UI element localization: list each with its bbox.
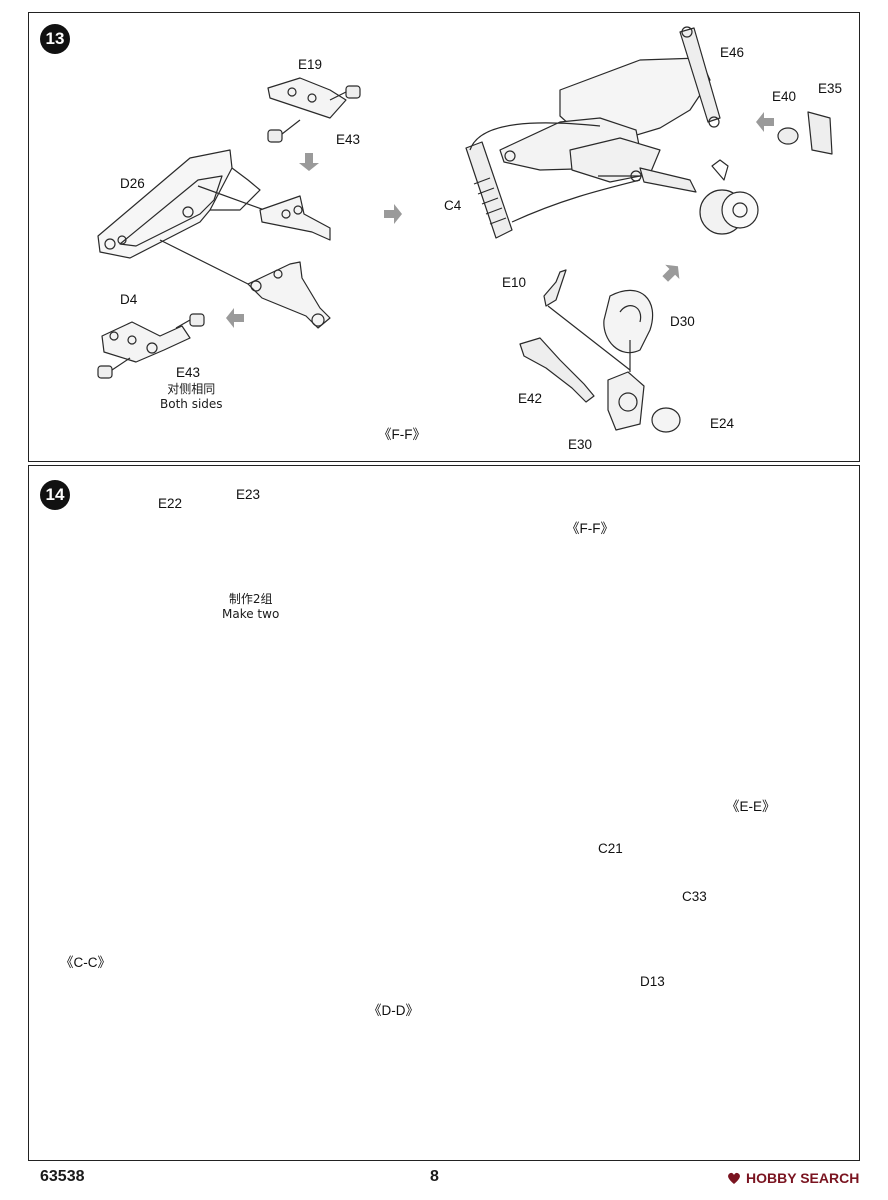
part-d26-drawing [97,149,271,291]
step-14-badge: 14 [40,480,70,510]
label-d30: D30 [670,314,695,329]
label-e40: E40 [772,89,797,104]
step-13-badge: 13 [40,24,70,54]
part-upper-arm-drawing [259,195,331,241]
view-ref-ff-step14: 《F-F》 [566,521,614,536]
label-d26: D26 [120,176,145,191]
make-two-note-cn: 制作2组 [228,592,273,606]
label-d4: D4 [120,292,138,307]
both-sides-note: 对侧相同 Both sides [160,382,223,412]
label-e35: E35 [818,81,843,96]
both-sides-note-en: Both sides [160,397,223,411]
hobby-search-logo-icon [728,1172,740,1184]
label-e43-top: E43 [336,132,361,147]
view-ref-ff-step13: 《F-F》 [378,427,426,442]
label-e43-bottom: E43 [176,365,201,380]
step-14-panel [28,465,860,1161]
part-lower-arm-drawing [247,261,331,329]
hub-subassembly-drawing [519,269,681,433]
make-two-note-en: Make two [222,607,280,621]
page-number: 8 [430,1168,439,1185]
label-e10: E10 [502,275,527,290]
make-two-note: 制作2组 Make two [222,592,279,622]
view-ref-ee: 《E-E》 [726,799,776,814]
view-ref-dd: 《D-D》 [368,1003,419,1018]
label-c21: C21 [598,841,623,856]
view-ref-cc: 《C-C》 [60,955,111,970]
label-e30: E30 [568,437,593,452]
label-e19: E19 [298,57,323,72]
front-suspension-assembly-drawing [465,26,833,239]
label-d13: D13 [640,974,665,989]
label-e22: E22 [158,496,183,511]
label-c33: C33 [682,889,707,904]
label-e42: E42 [518,391,543,406]
part-e19-drawing [267,77,361,143]
label-e23: E23 [236,487,261,502]
label-e24: E24 [710,416,735,431]
label-e46: E46 [720,45,745,60]
both-sides-note-cn: 对侧相同 [167,382,216,396]
watermark-text: HOBBY SEARCH [746,1170,860,1186]
document-code: 63538 [40,1168,85,1185]
watermark: HOBBY SEARCH [726,1170,859,1186]
part-d4-drawing [97,313,205,379]
label-c4: C4 [444,198,462,213]
step13-direction-arrows [226,112,774,328]
